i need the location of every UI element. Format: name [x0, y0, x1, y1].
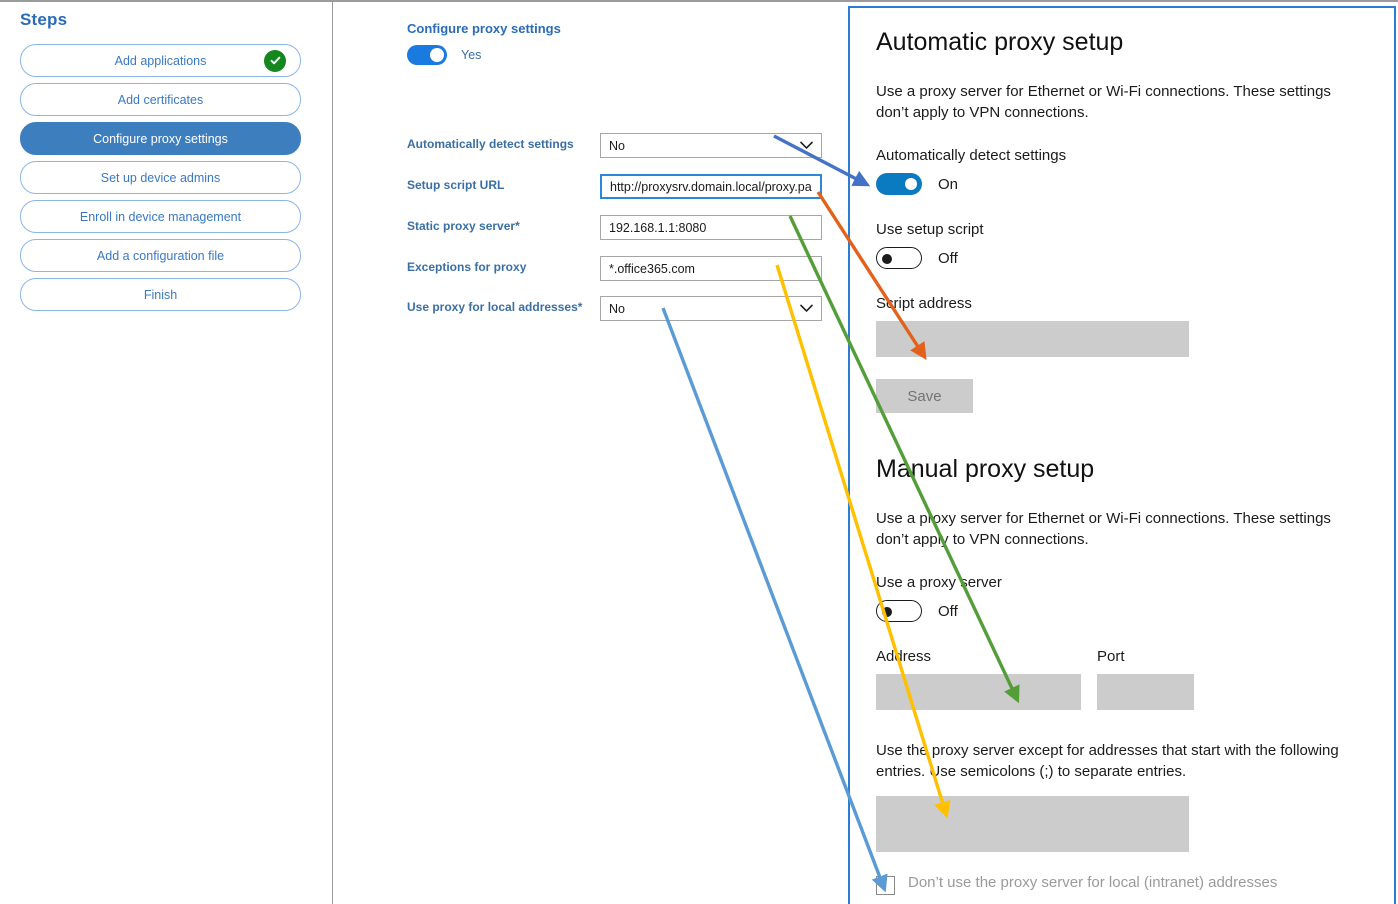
- setup-script-url-input[interactable]: http://proxysrv.domain.local/proxy.pa: [600, 174, 822, 199]
- automatically-detect-settings-state: On: [938, 175, 959, 193]
- input-value: *.office365.com: [609, 261, 695, 276]
- port-input[interactable]: [1097, 674, 1194, 710]
- save-button[interactable]: Save: [876, 379, 973, 413]
- automatically-detect-settings-row: On: [876, 173, 1368, 195]
- address-label: Address: [876, 648, 932, 665]
- use-setup-script-row: Off: [876, 247, 1368, 269]
- toggle-knob: [905, 178, 917, 190]
- port-group: Port: [1097, 648, 1194, 732]
- use-setup-script-label: Use setup script: [876, 221, 984, 238]
- use-setup-script-state: Off: [938, 249, 958, 267]
- field-row-static-proxy-server: Static proxy server* 192.168.1.1:8080: [407, 215, 827, 240]
- step-add-certificates[interactable]: Add certificates: [20, 83, 301, 116]
- chevron-down-icon: [800, 139, 813, 153]
- bypass-local-addresses-label: Don’t use the proxy server for local (in…: [908, 874, 1278, 891]
- field-row-exceptions-for-proxy: Exceptions for proxy *.office365.com: [407, 256, 827, 281]
- script-address-input[interactable]: [876, 321, 1189, 357]
- panel-gap: [838, 2, 848, 904]
- address-input[interactable]: [876, 674, 1081, 710]
- exceptions-description: Use the proxy server except for addresse…: [876, 742, 1339, 780]
- field-label: Exceptions for proxy: [407, 260, 527, 274]
- step-add-a-configuration-file[interactable]: Add a configuration file: [20, 239, 301, 272]
- automatic-proxy-description: Use a proxy server for Ethernet or Wi-Fi…: [876, 83, 1331, 121]
- use-proxy-for-local-addresses-select[interactable]: No: [600, 296, 822, 321]
- step-enroll-in-device-management[interactable]: Enroll in device management: [20, 200, 301, 233]
- field-label: Use proxy for local addresses*: [407, 300, 583, 314]
- automatic-proxy-setup-heading: Automatic proxy setup: [876, 28, 1124, 56]
- steps-list: Add applications Add certificates Config…: [20, 44, 301, 317]
- use-a-proxy-server-toggle[interactable]: [876, 600, 922, 622]
- static-proxy-server-input[interactable]: 192.168.1.1:8080: [600, 215, 822, 240]
- step-label: Add certificates: [117, 92, 204, 107]
- automatically-detect-settings-toggle[interactable]: [876, 173, 922, 195]
- step-finish[interactable]: Finish: [20, 278, 301, 311]
- check-circle-icon: [264, 49, 286, 72]
- field-row-setup-script-url: Setup script URL http://proxysrv.domain.…: [407, 174, 827, 199]
- input-value: http://proxysrv.domain.local/proxy.pa: [610, 179, 812, 194]
- bypass-local-addresses-row: Don’t use the proxy server for local (in…: [876, 874, 1368, 895]
- manual-proxy-description: Use a proxy server for Ethernet or Wi-Fi…: [876, 510, 1331, 548]
- exceptions-input[interactable]: [876, 796, 1189, 852]
- address-port-row: Address Port: [876, 648, 1368, 732]
- step-add-applications[interactable]: Add applications: [20, 44, 301, 77]
- step-label: Set up device admins: [100, 170, 221, 185]
- step-set-up-device-admins[interactable]: Set up device admins: [20, 161, 301, 194]
- field-label: Automatically detect settings: [407, 137, 574, 151]
- chevron-down-icon: [800, 302, 813, 316]
- step-label: Add a configuration file: [96, 248, 225, 263]
- script-address-label: Script address: [876, 295, 972, 312]
- toggle-knob: [430, 48, 444, 62]
- field-label: Setup script URL: [407, 178, 505, 192]
- field-row-use-proxy-for-local-addresses: Use proxy for local addresses* No: [407, 296, 827, 321]
- port-label: Port: [1097, 648, 1125, 665]
- form-heading: Configure proxy settings: [407, 21, 561, 36]
- step-label: Add applications: [114, 53, 207, 68]
- steps-panel-title: Steps: [20, 10, 68, 29]
- step-label: Enroll in device management: [79, 209, 242, 224]
- exceptions-for-proxy-input[interactable]: *.office365.com: [600, 256, 822, 281]
- configure-proxy-toggle-label: Yes: [461, 48, 482, 62]
- step-configure-proxy-settings[interactable]: Configure proxy settings: [20, 122, 301, 155]
- manual-proxy-setup-heading: Manual proxy setup: [876, 455, 1095, 483]
- toggle-knob: [882, 607, 892, 617]
- address-group: Address: [876, 648, 1081, 732]
- windows-proxy-settings-panel: Automatic proxy setup Use a proxy server…: [848, 6, 1396, 904]
- configure-proxy-toggle-row: Yes: [407, 45, 481, 65]
- toggle-knob: [882, 254, 892, 264]
- use-setup-script-toggle[interactable]: [876, 247, 922, 269]
- field-row-automatically-detect-settings: Automatically detect settings No: [407, 133, 827, 158]
- use-a-proxy-server-label: Use a proxy server: [876, 574, 1002, 591]
- use-a-proxy-server-state: Off: [938, 602, 958, 620]
- field-label: Static proxy server*: [407, 219, 520, 233]
- automatically-detect-settings-label: Automatically detect settings: [876, 147, 1067, 164]
- configure-proxy-form-panel: Configure proxy settings Yes Automatical…: [333, 2, 838, 904]
- step-label: Finish: [143, 287, 178, 302]
- use-a-proxy-server-row: Off: [876, 600, 1368, 622]
- input-value: 192.168.1.1:8080: [609, 220, 707, 235]
- automatically-detect-settings-select[interactable]: No: [600, 133, 822, 158]
- select-value: No: [609, 138, 625, 153]
- steps-panel: Steps Add applications Add certificates …: [0, 2, 333, 904]
- select-value: No: [609, 301, 625, 316]
- bypass-local-addresses-checkbox[interactable]: [876, 876, 895, 895]
- step-label: Configure proxy settings: [93, 131, 228, 146]
- configure-proxy-toggle[interactable]: [407, 45, 447, 65]
